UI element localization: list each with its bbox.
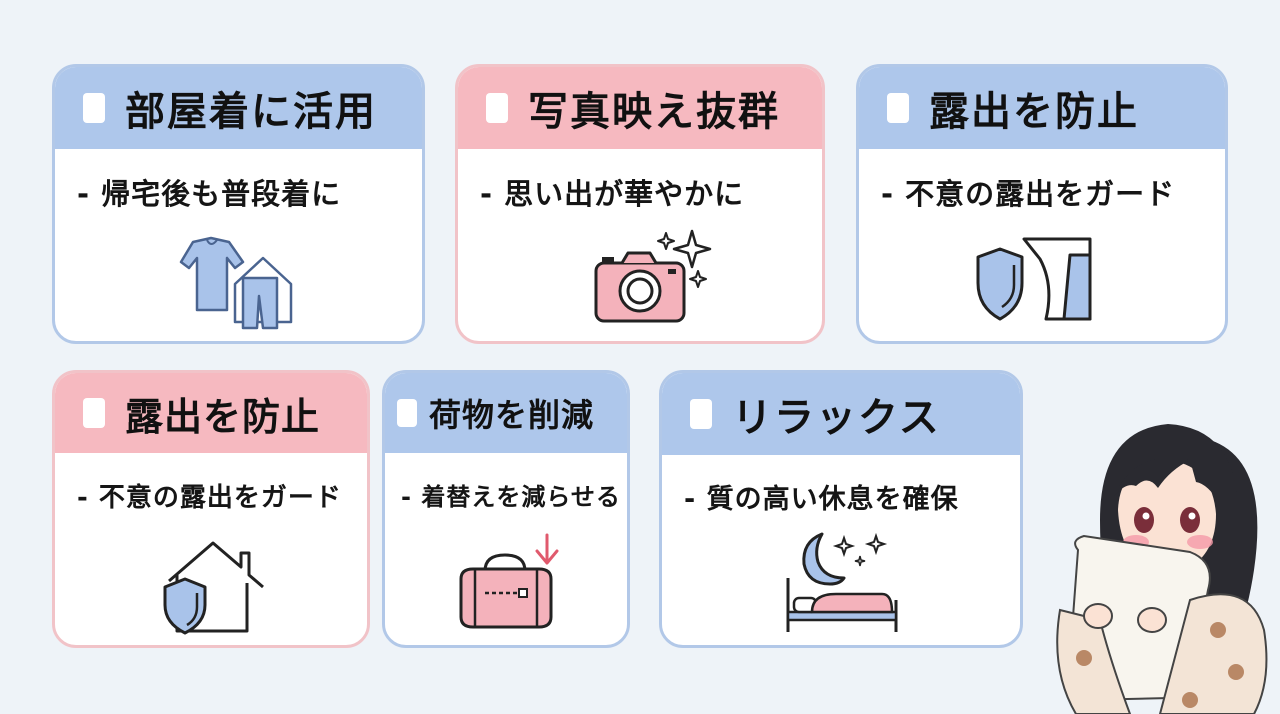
card-title: 写真映え抜群 xyxy=(528,89,780,135)
card-description: - 思い出が華やかに xyxy=(480,177,745,211)
card-description: - 着替えを減らせる xyxy=(401,483,621,511)
card-header: リラックス xyxy=(662,373,1020,455)
square-bullet-icon xyxy=(690,399,712,429)
card-luggage-reduction: 荷物を削減 - 着替えを減らせる xyxy=(382,370,630,648)
card-relax: リラックス - 質の高い休息を確保 xyxy=(659,370,1023,648)
card-header: 荷物を削減 xyxy=(385,373,627,453)
card-loungewear: 部屋着に活用 - 帰宅後も普段着に xyxy=(52,64,425,344)
card-description: - 不意の露出をガード xyxy=(77,483,342,513)
card-exposure-prevention: 露出を防止 - 不意の露出をガード xyxy=(856,64,1228,344)
card-header: 写真映え抜群 xyxy=(458,67,822,149)
card-exposure-prevention-2: 露出を防止 - 不意の露出をガード xyxy=(52,370,370,648)
card-header: 露出を防止 xyxy=(859,67,1225,149)
card-title: 露出を防止 xyxy=(125,394,321,439)
bag-arrow-icon xyxy=(459,533,559,629)
girl-hugging-pillow-illustration xyxy=(1056,424,1268,714)
square-bullet-icon xyxy=(83,398,105,428)
card-title: リラックス xyxy=(732,395,941,441)
card-header: 部屋着に活用 xyxy=(55,67,422,149)
camera-sparkle-icon xyxy=(594,229,712,323)
shield-garment-icon xyxy=(976,237,1092,321)
card-header: 露出を防止 xyxy=(55,373,367,453)
moon-bed-icon xyxy=(786,532,898,632)
card-title: 露出を防止 xyxy=(929,89,1139,135)
card-description: - 質の高い休息を確保 xyxy=(684,484,959,515)
loungewear-house-icon xyxy=(179,236,293,330)
card-description: - 不意の露出をガード xyxy=(881,177,1176,211)
card-photogenic: 写真映え抜群 - 思い出が華やかに xyxy=(455,64,825,344)
card-title: 荷物を削減 xyxy=(429,396,595,434)
square-bullet-icon xyxy=(397,399,417,427)
square-bullet-icon xyxy=(887,93,909,123)
card-description: - 帰宅後も普段着に xyxy=(77,177,342,211)
square-bullet-icon xyxy=(486,93,508,123)
house-shield-icon xyxy=(163,541,264,635)
square-bullet-icon xyxy=(83,93,105,123)
card-title: 部屋着に活用 xyxy=(125,89,377,135)
